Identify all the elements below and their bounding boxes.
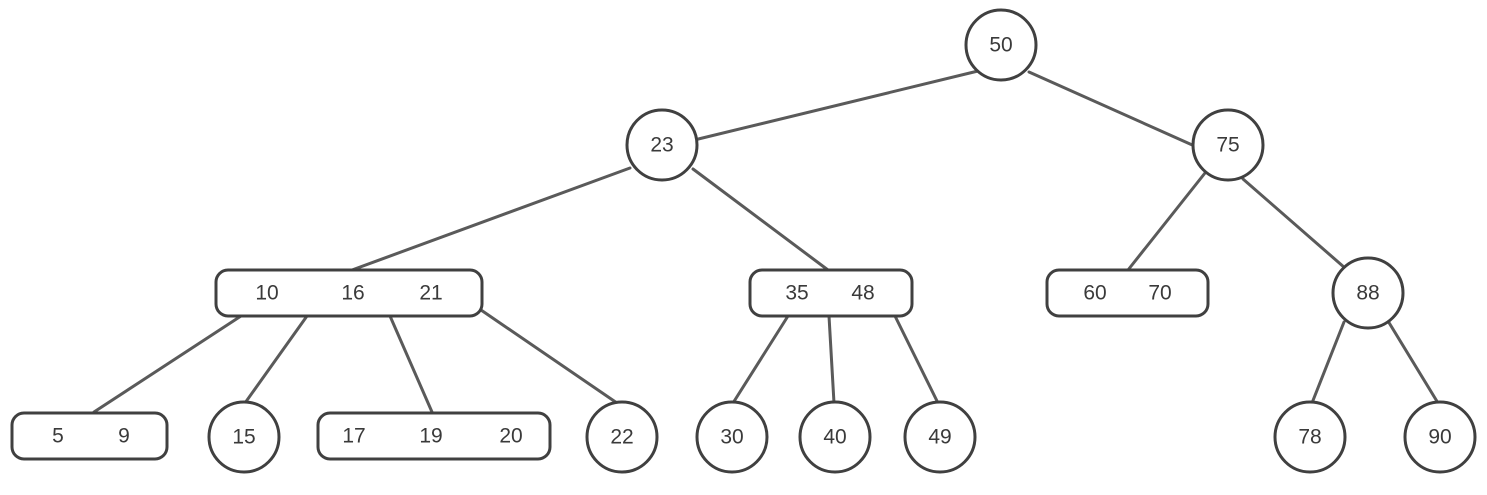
node-border <box>1045 268 1210 318</box>
node-key: 60 <box>1083 282 1106 305</box>
edge-n10_16_21-to-n17_19_20 <box>388 314 434 414</box>
tree-node-n15: 15 <box>207 400 281 474</box>
edges <box>92 69 1440 414</box>
tree-node-n49: 49 <box>903 400 977 474</box>
node-border <box>214 268 484 318</box>
node-key: 50 <box>989 34 1012 57</box>
node-border <box>10 411 169 461</box>
node-key: 30 <box>720 426 743 449</box>
node-key: 75 <box>1216 134 1239 157</box>
tree-node-n30: 30 <box>695 400 769 474</box>
node-key: 16 <box>341 282 364 305</box>
tree-node-n23: 23 <box>625 108 699 182</box>
node-border <box>207 400 281 474</box>
node-key: 49 <box>928 426 951 449</box>
edge-n35_48-to-n49 <box>893 314 940 405</box>
tree-node-n88: 88 <box>1331 256 1405 330</box>
node-border <box>748 268 914 318</box>
node-key: 48 <box>851 282 874 305</box>
edge-n23-to-n10_16_21 <box>350 166 632 272</box>
node-border <box>625 108 699 182</box>
node-key: 5 <box>52 425 64 448</box>
tree-node-n17_19_20: 17 19 20 <box>316 411 552 461</box>
node-key: 19 <box>419 425 442 448</box>
node-key: 17 <box>342 425 365 448</box>
node-border <box>1191 108 1265 182</box>
edge-n50-to-n23 <box>684 69 980 144</box>
edge-n50-to-n75 <box>1027 70 1201 150</box>
node-border <box>798 400 872 474</box>
node-key: 88 <box>1356 282 1379 305</box>
node-key: 90 <box>1428 426 1451 449</box>
node-key: 78 <box>1298 426 1321 449</box>
node-key: 40 <box>823 426 846 449</box>
edge-n35_48-to-n30 <box>731 314 790 405</box>
node-border <box>1273 400 1347 474</box>
edge-n10_16_21-to-n5_9 <box>92 314 243 414</box>
tree-node-n50: 50 <box>964 8 1038 82</box>
node-key: 10 <box>255 282 278 305</box>
tree-node-n10_16_21: 10 16 21 <box>214 268 484 318</box>
edge-n88-to-n90 <box>1386 319 1440 405</box>
node-key: 22 <box>610 426 633 449</box>
edge-n75-to-n88 <box>1241 177 1347 270</box>
edge-n10_16_21-to-n15 <box>243 314 309 405</box>
edge-n88-to-n78 <box>1310 320 1346 405</box>
tree-node-n35_48: 35 48 <box>748 268 914 318</box>
edge-n75-to-n60_70 <box>1126 171 1207 272</box>
node-key: 21 <box>419 282 442 305</box>
node-border <box>1403 400 1477 474</box>
node-border <box>316 411 552 461</box>
node-key: 35 <box>785 282 808 305</box>
node-key: 20 <box>499 425 522 448</box>
edge-n10_16_21-to-n22 <box>479 308 619 405</box>
tree-node-n90: 90 <box>1403 400 1477 474</box>
node-key: 23 <box>650 134 673 157</box>
edge-n35_48-to-n40 <box>827 314 836 405</box>
tree-node-n60_70: 60 70 <box>1045 268 1210 318</box>
tree-node-n40: 40 <box>798 400 872 474</box>
tree-node-n75: 75 <box>1191 108 1265 182</box>
node-key: 70 <box>1148 282 1171 305</box>
node-border <box>1331 256 1405 330</box>
node-border <box>964 8 1038 82</box>
node-key: 15 <box>232 426 255 449</box>
node-border <box>585 400 659 474</box>
tree-node-n22: 22 <box>585 400 659 474</box>
node-border <box>903 400 977 474</box>
edge-n23-to-n35_48 <box>691 167 830 272</box>
node-border <box>695 400 769 474</box>
tree-node-n78: 78 <box>1273 400 1347 474</box>
node-key: 9 <box>118 425 130 448</box>
